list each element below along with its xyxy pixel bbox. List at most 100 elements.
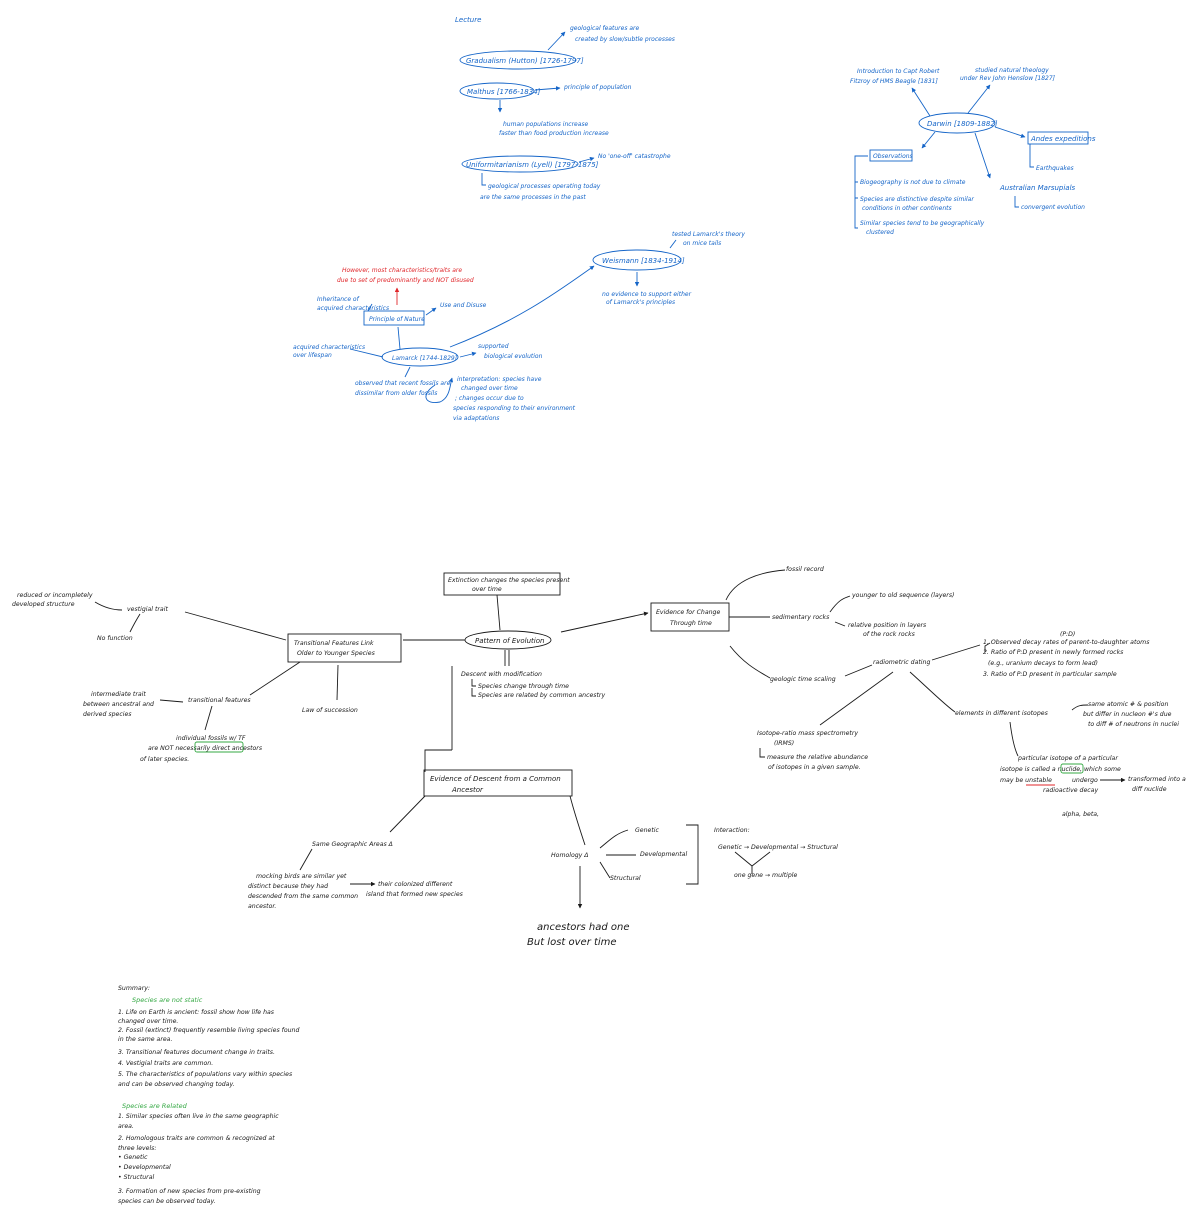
obs-item-2: Species are distinctive despite similar	[860, 196, 974, 203]
darwin-read-3: studied natural theology	[975, 67, 1049, 74]
geologic-dating: geologic time scaling	[770, 675, 836, 683]
measure-1: measure the relative abundance	[767, 753, 868, 761]
weismann-sub-2: of Lamarck's principles	[606, 299, 675, 306]
svg-text:1. Similar species often live: 1. Similar species often live in the sam…	[118, 1112, 279, 1120]
svg-text:Gradualism (Hutton) [1726-1797: Gradualism (Hutton) [1726-1797]	[466, 57, 584, 65]
svg-text:species can be observed today.: species can be observed today.	[118, 1197, 216, 1205]
center-sub-3: Species are related by common ancestry	[478, 691, 605, 699]
svg-text:2. Homologous traits are commo: 2. Homologous traits are common & recogn…	[118, 1134, 275, 1142]
pattern-of-evolution-node: Pattern of Evolution	[464, 630, 552, 650]
biogeo-note-4: ancestor.	[248, 902, 276, 910]
svg-text:Principle of Nature: Principle of Nature	[369, 316, 425, 323]
earthquakes: Earthquakes	[1036, 165, 1074, 172]
supported-2: biological evolution	[484, 353, 543, 360]
pd-item-3: (e.g., uranium decays to form lead)	[988, 659, 1098, 667]
alpha-beta: alpha, beta,	[1062, 810, 1099, 818]
darwin-read-2: Fitzroy of HMS Beagle [1831]	[850, 78, 938, 85]
lamarck-node: Lamarck [1744-1829]	[381, 347, 459, 367]
relative-pos-2: of the rock rocks	[863, 630, 916, 638]
red-note-1: However, most characteristics/traits are	[342, 267, 462, 274]
svg-text:Transitional Features Link: Transitional Features Link	[294, 639, 374, 647]
law-succession: Law of succession	[302, 707, 358, 714]
isotope-ratio-2: (IRMS)	[774, 740, 794, 747]
svg-text:Pattern of Evolution: Pattern of Evolution	[475, 637, 544, 645]
malthus-sub-1: human populations increase	[503, 121, 589, 128]
vestigial-def-1: reduced or incompletely	[17, 591, 93, 599]
darwin-read-4: under Rev John Henslow [1827]	[960, 75, 1056, 82]
isotope-para-2: isotope is called a nuclide, which some	[1000, 765, 1121, 773]
svg-text:Andes expeditions: Andes expeditions	[1030, 135, 1096, 143]
svg-text:3. Transitional features docum: 3. Transitional features document change…	[118, 1048, 275, 1056]
ancestors-2: But lost over time	[527, 937, 617, 948]
svg-text:• Structural: • Structural	[118, 1173, 155, 1181]
weismann-note-2: on mice tails	[683, 240, 721, 247]
malthus-node: Malthus [1766-1834]	[459, 82, 541, 100]
individual-fossils-1: individual fossils w/ TF	[176, 735, 246, 742]
homology: Homology Δ	[551, 852, 589, 859]
use-and-disuse: Use and Disuse	[440, 302, 487, 309]
andes-box: Andes expeditions	[1027, 131, 1096, 145]
uniformitarianism-sub-1: geological processes operating today	[488, 183, 601, 190]
svg-text:area.: area.	[118, 1123, 134, 1130]
obs-item-3: conditions in other continents	[862, 205, 952, 212]
individual-fossils-3: of later species.	[140, 755, 189, 763]
homology-genetic: Genetic	[635, 826, 659, 834]
svg-text:and can be observed changing t: and can be observed changing today.	[118, 1080, 235, 1088]
radiometric: radiometric dating	[873, 658, 930, 666]
biogeo: Same Geographic Areas Δ	[312, 841, 393, 848]
interpretation-3: ; changes occur due to	[455, 395, 524, 402]
svg-text:5. The characteristics of popu: 5. The characteristics of populations va…	[118, 1070, 293, 1078]
observed-2: dissimilar from older fossils	[355, 390, 437, 397]
svg-text:over time: over time	[472, 585, 502, 593]
uniformitarianism-note: No 'one-off' catastrophe	[598, 153, 671, 160]
svg-text:Lamarck [1744-1829]: Lamarck [1744-1829]	[392, 355, 458, 362]
svg-text:1. Life on Earth is ancient: f: 1. Life on Earth is ancient: fossil show…	[118, 1008, 275, 1016]
acquired-2: over lifespan	[293, 352, 332, 359]
svg-text:2. Fossil (extinct) frequently: 2. Fossil (extinct) frequently resemble …	[118, 1026, 299, 1034]
isotope-ratio-1: Isotope-ratio mass spectrometry	[757, 729, 858, 737]
common-ancestor-box: Evidence of Descent from a Common Ancest…	[423, 769, 573, 797]
intermediate-3: derived species	[83, 711, 132, 718]
measure-2: of isotopes in a given sample.	[768, 763, 861, 771]
lecture-title: Lecture	[455, 16, 481, 24]
ancestors-1: ancestors had one	[537, 922, 629, 933]
observations-box: Observations	[869, 149, 913, 162]
interpretation-1: interpretation: species have	[457, 376, 542, 383]
younger-older: younger to old sequence (layers)	[851, 591, 954, 599]
isotope-para-3: may be unstable	[1000, 776, 1052, 784]
interpretation-4: species responding to their environment	[453, 405, 576, 412]
weismann-node: Weismann [1834-1914]	[592, 249, 685, 271]
transformed-2: diff nuclide	[1132, 786, 1167, 793]
darwin-read-1: Introduction to Capt Robert	[857, 68, 940, 75]
svg-text:Observations: Observations	[873, 153, 913, 160]
biogeo-note-3: descended from the same common	[248, 892, 358, 900]
svg-text:Ancestor: Ancestor	[451, 786, 484, 794]
inheritance-1: Inheritance of	[317, 296, 360, 303]
vestigial: vestigial trait	[127, 605, 168, 613]
gradualism-note-2: created by slow/subtle processes	[575, 36, 675, 43]
svg-text:3. Formation of new species fr: 3. Formation of new species from pre-exi…	[118, 1187, 261, 1195]
australian: Australian Marsupials	[999, 184, 1076, 192]
pd-item-2: 2. Ratio of P:D present in newly formed …	[983, 648, 1124, 656]
undergo: undergo	[1072, 777, 1098, 784]
darwin-node: Darwin [1809-1882]	[918, 112, 998, 134]
convergent: convergent evolution	[1021, 204, 1085, 211]
red-note-2: due to set of predominantly and NOT disu…	[337, 277, 474, 284]
interpretation-5: via adaptations	[453, 415, 499, 422]
vestigial-def-2: developed structure	[12, 600, 75, 608]
svg-text:4. Vestigial traits are common: 4. Vestigial traits are common.	[118, 1059, 213, 1067]
interaction-chain: Genetic → Developmental → Structural	[718, 843, 838, 851]
biogeo-result-1: their colonized different	[378, 880, 453, 888]
transitional-features: transitional features	[188, 696, 251, 704]
summary-list-1: 1. Life on Earth is ancient: fossil show…	[118, 1008, 299, 1088]
center-sub-2: Species change through time	[478, 682, 569, 690]
svg-text:Weismann [1834-1914]: Weismann [1834-1914]	[602, 257, 685, 265]
uniformitarianism-sub-2: are the same processes in the past	[480, 194, 586, 201]
biogeo-note-2: distinct because they had	[248, 882, 328, 890]
pd-item-1: 1. Observed decay rates of parent-to-dau…	[983, 638, 1150, 646]
evidence-change-box: Evidence for Change Through time	[650, 602, 730, 632]
relative-pos-1: relative position in layers	[848, 621, 927, 629]
summary-not-static: Species are not static	[132, 996, 203, 1004]
same-atomic-3: to diff # of neutrons in nuclei	[1088, 720, 1179, 728]
